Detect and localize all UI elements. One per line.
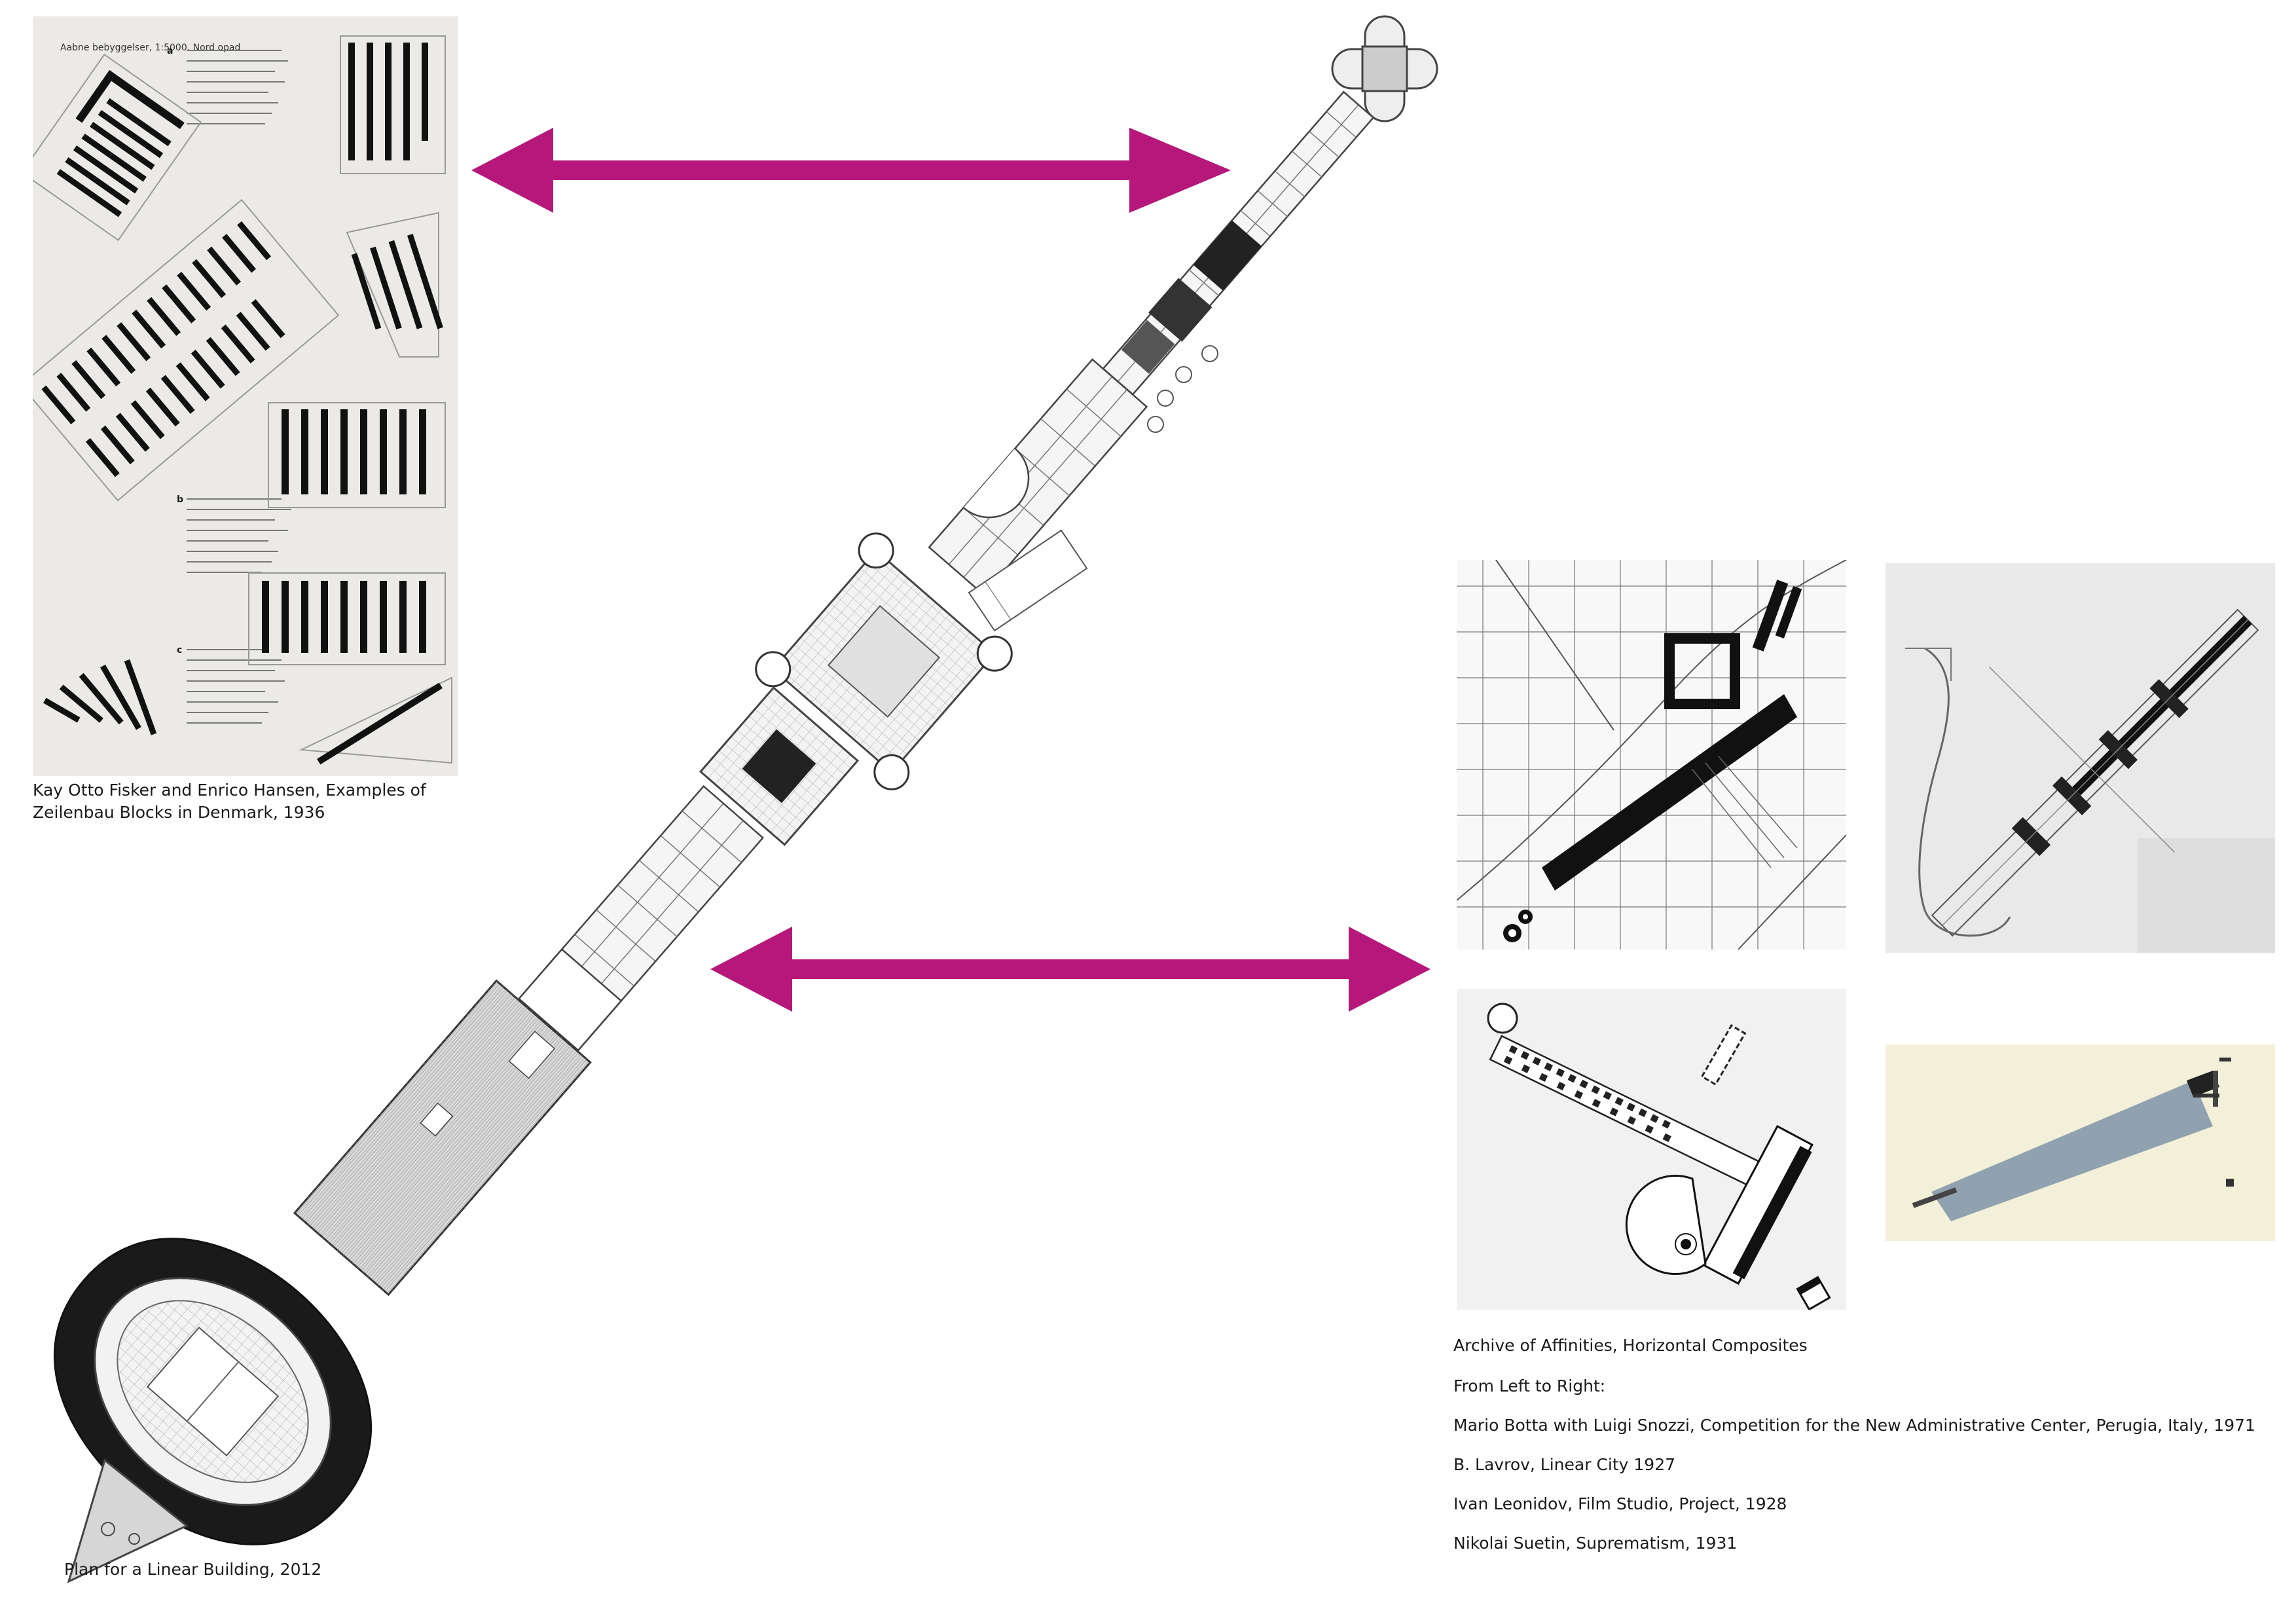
fisker-caption-line-1: Kay Otto Fisker and Enrico Hansen, Examp… bbox=[33, 781, 426, 800]
archive-entry-botta-snozzi: Mario Botta with Luigi Snozzi, Competiti… bbox=[1453, 1416, 2255, 1435]
fisker-key-b: b bbox=[177, 494, 184, 505]
linear-building-plan bbox=[53, 15, 1438, 1583]
lavrov-drawing bbox=[1905, 608, 2275, 953]
fisker-caption-line-2: Zeilenbau Blocks in Denmark, 1936 bbox=[33, 803, 325, 822]
archive-title: Archive of Affinities, Horizontal Compos… bbox=[1453, 1336, 1808, 1355]
building-spine bbox=[53, 15, 1438, 1583]
suetin-drawing bbox=[1912, 1058, 2234, 1221]
archive-entry-suetin: Nikolai Suetin, Suprematism, 1931 bbox=[1453, 1534, 1738, 1553]
double-arrow-bottom-shape bbox=[710, 927, 1430, 1012]
double-arrow-top-shape bbox=[471, 128, 1231, 213]
lavrov-linear-city-image bbox=[1886, 563, 2275, 953]
zeilenbau-block-diagrams bbox=[33, 35, 452, 765]
double-arrow-bottom bbox=[710, 927, 1430, 1012]
fisker-key-a: a bbox=[167, 46, 173, 56]
fisker-key-c: c bbox=[177, 645, 183, 655]
leonidov-film-studio-image bbox=[1457, 989, 1846, 1310]
botta-snozzi-drawing bbox=[1457, 560, 1846, 950]
plan-caption: Plan for a Linear Building, 2012 bbox=[64, 1560, 322, 1579]
fisker-hansen-sheet: Aabne bebyggelser, 1:5000. Nord opad a b… bbox=[33, 16, 458, 776]
archive-entry-lavrov: B. Lavrov, Linear City 1927 bbox=[1453, 1455, 1676, 1474]
suetin-suprematism-image bbox=[1886, 1044, 2275, 1241]
leonidov-drawing bbox=[1487, 1003, 1831, 1310]
botta-snozzi-plan-image bbox=[1457, 560, 1846, 950]
archive-subtitle: From Left to Right: bbox=[1453, 1376, 1606, 1395]
double-arrow-top bbox=[471, 128, 1231, 213]
archive-entry-leonidov: Ivan Leonidov, Film Studio, Project, 192… bbox=[1453, 1494, 1787, 1513]
